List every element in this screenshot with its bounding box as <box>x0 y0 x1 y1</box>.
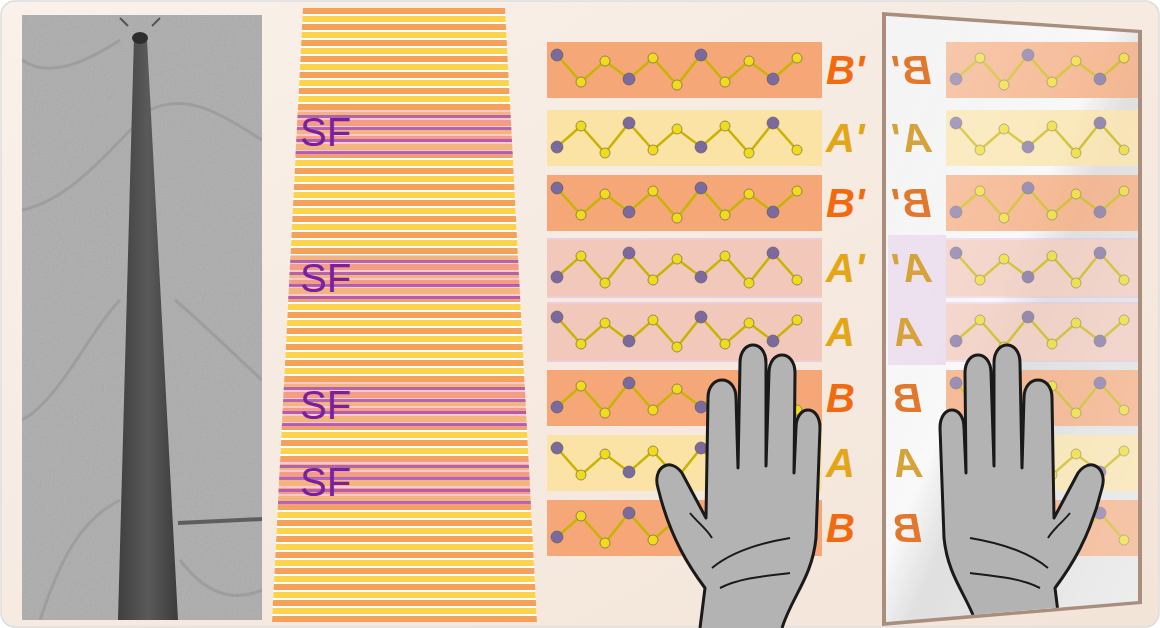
layer-label: A <box>826 312 855 352</box>
stacking-fault-label: SF <box>300 258 351 298</box>
layer-label: B' <box>826 50 864 90</box>
mirror-layer-label: B' <box>893 50 931 90</box>
stacking-fault-label: SF <box>300 112 351 152</box>
layer-label: A <box>826 443 855 483</box>
layer-label: B <box>826 378 855 418</box>
mirror-layer-label: B <box>893 378 922 418</box>
stacking-fault-label: SF <box>300 462 351 502</box>
layer-label: A' <box>826 248 864 288</box>
mirror-layer-label: B <box>893 508 922 548</box>
mirror-layer-label: A <box>893 443 922 483</box>
mirror-layer-label: B' <box>893 183 931 223</box>
layer-label: A' <box>826 118 864 158</box>
layer-label: B <box>826 508 855 548</box>
mirror-layer-label: A <box>893 312 922 352</box>
layer-label: B' <box>826 183 864 223</box>
stacking-fault-label: SF <box>300 385 351 425</box>
mirror-layer-label: A' <box>893 248 931 288</box>
mirror-layer-label: A' <box>893 118 931 158</box>
